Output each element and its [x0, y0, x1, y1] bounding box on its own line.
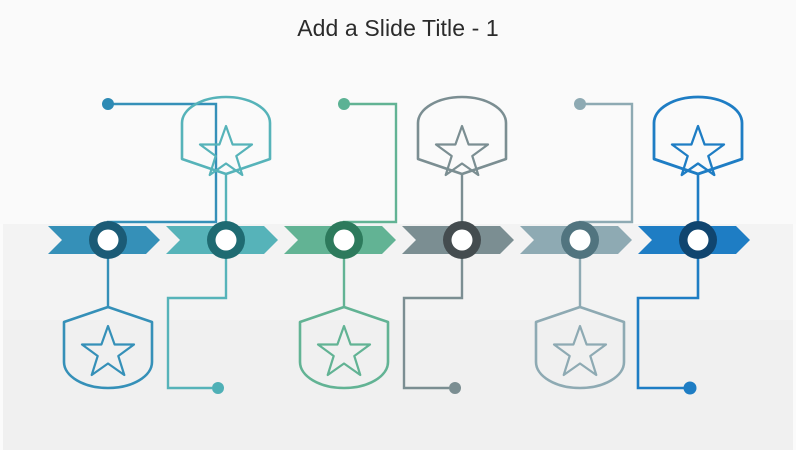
- step-2-group[interactable]: [166, 95, 278, 394]
- step-2-connector-line: [166, 240, 228, 390]
- step-4-connector-line: [402, 240, 464, 390]
- step-5-connector-dot: [574, 98, 586, 110]
- step-5-star-icon: [552, 324, 608, 377]
- step-1-group[interactable]: [48, 98, 218, 390]
- step-1-connector-line: [106, 102, 218, 240]
- step-4-badge-shield: [416, 95, 508, 176]
- step-4-star-icon: [434, 124, 490, 177]
- step-5-connector-line: [578, 102, 634, 240]
- step-6-badge-shield: [652, 95, 744, 176]
- step-1-connector-dot: [102, 98, 114, 110]
- background-edge-left: [0, 224, 3, 450]
- step-5-badge-shield: [534, 305, 626, 390]
- page-title: Add a Slide Title - 1: [297, 15, 499, 41]
- step-3-group[interactable]: [284, 98, 398, 390]
- step-1-badge-shield: [62, 305, 154, 390]
- step-2-node-center: [215, 229, 237, 251]
- step-3-star-icon: [316, 324, 372, 377]
- step-6-connector-dot: [683, 381, 697, 395]
- background-band-bottom: [0, 320, 796, 450]
- step-6-node-center: [687, 229, 709, 251]
- background-band-top: [0, 0, 796, 224]
- step-4-connector-dot: [449, 382, 461, 394]
- step-6-star-icon: [670, 124, 726, 177]
- step-2-badge-shield: [180, 95, 272, 176]
- step-3-connector-dot: [338, 98, 350, 110]
- step-2-star-icon: [198, 124, 254, 177]
- step-5-node-center: [569, 229, 591, 251]
- step-6-group[interactable]: [636, 95, 750, 395]
- step-2-connector-dot: [212, 382, 224, 394]
- step-4-group[interactable]: [402, 95, 514, 394]
- background-edge-right: [793, 224, 796, 450]
- step-1-node-center: [97, 229, 119, 251]
- step-1-star-icon: [80, 324, 136, 377]
- step-3-connector-line: [342, 102, 398, 240]
- step-5-group[interactable]: [520, 98, 634, 390]
- step-6-connector-line: [636, 240, 700, 390]
- step-3-badge-shield: [298, 305, 390, 390]
- step-4-node-center: [451, 229, 473, 251]
- step-3-node-center: [333, 229, 355, 251]
